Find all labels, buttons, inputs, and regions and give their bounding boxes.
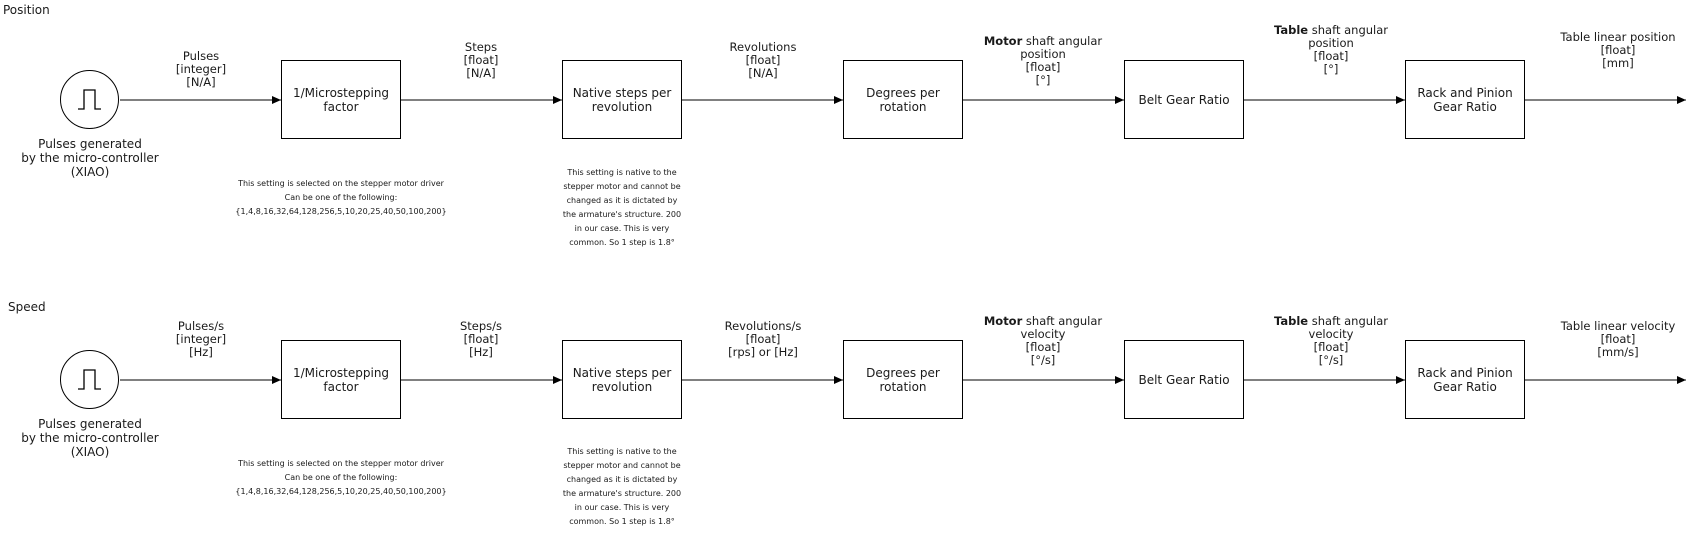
pulse-source-circle <box>60 70 119 129</box>
signal-label-table-linear-velocity: Table linear velocity [float] [mm/s] <box>1560 319 1676 359</box>
note-native-steps: This setting is native to the stepper mo… <box>562 447 682 526</box>
note-microstepping: This setting is selected on the stepper … <box>235 179 447 216</box>
section-title: Speed <box>8 300 46 314</box>
pulse-source-label: Pulses generated by the micro-controller… <box>21 417 159 459</box>
signal-label-steps: Steps [float] [N/A] <box>463 40 499 80</box>
pulse-source-label: Pulses generated by the micro-controller… <box>21 137 159 179</box>
signal-label-motor-angle: Motor shaft angular position [float] [°] <box>983 34 1103 87</box>
section-title: Position <box>3 3 50 17</box>
block-belt-gear-ratio: Belt Gear Ratio <box>1124 60 1244 139</box>
speed-connectors <box>120 376 1686 384</box>
signal-label-steps-per-s: Steps/s [float] [Hz] <box>459 319 503 359</box>
signal-label-revolutions: Revolutions [float] [N/A] <box>729 40 797 80</box>
speed-diagram: Speed Pulses generated by the micro-cont… <box>0 280 1689 540</box>
signal-label-table-angle: Table shaft angular position [float] [°] <box>1274 23 1388 76</box>
signal-label-pulses-per-s: Pulses/s [integer] [Hz] <box>175 319 227 359</box>
signal-label-table-linear: Table linear position [float] [mm] <box>1560 30 1676 70</box>
position-connectors <box>120 96 1686 104</box>
signal-label-table-velocity: Table shaft angular velocity [float] [°/… <box>1274 314 1388 367</box>
block-belt-gear-ratio: Belt Gear Ratio <box>1124 340 1244 419</box>
square-pulse-icon <box>78 89 101 110</box>
signal-label-revolutions-per-s: Revolutions/s [float] [rps] or [Hz] <box>724 319 802 359</box>
note-native-steps: This setting is native to the stepper mo… <box>562 168 682 247</box>
signal-label-pulses: Pulses [integer] [N/A] <box>175 49 227 89</box>
note-microstepping: This setting is selected on the stepper … <box>235 459 447 496</box>
square-pulse-icon <box>78 369 101 390</box>
pulse-source-circle <box>60 350 119 409</box>
signal-label-motor-velocity: Motor shaft angular velocity [float] [°/… <box>983 314 1103 367</box>
position-diagram: Position Pulses generated by the micro-c… <box>0 0 1689 260</box>
